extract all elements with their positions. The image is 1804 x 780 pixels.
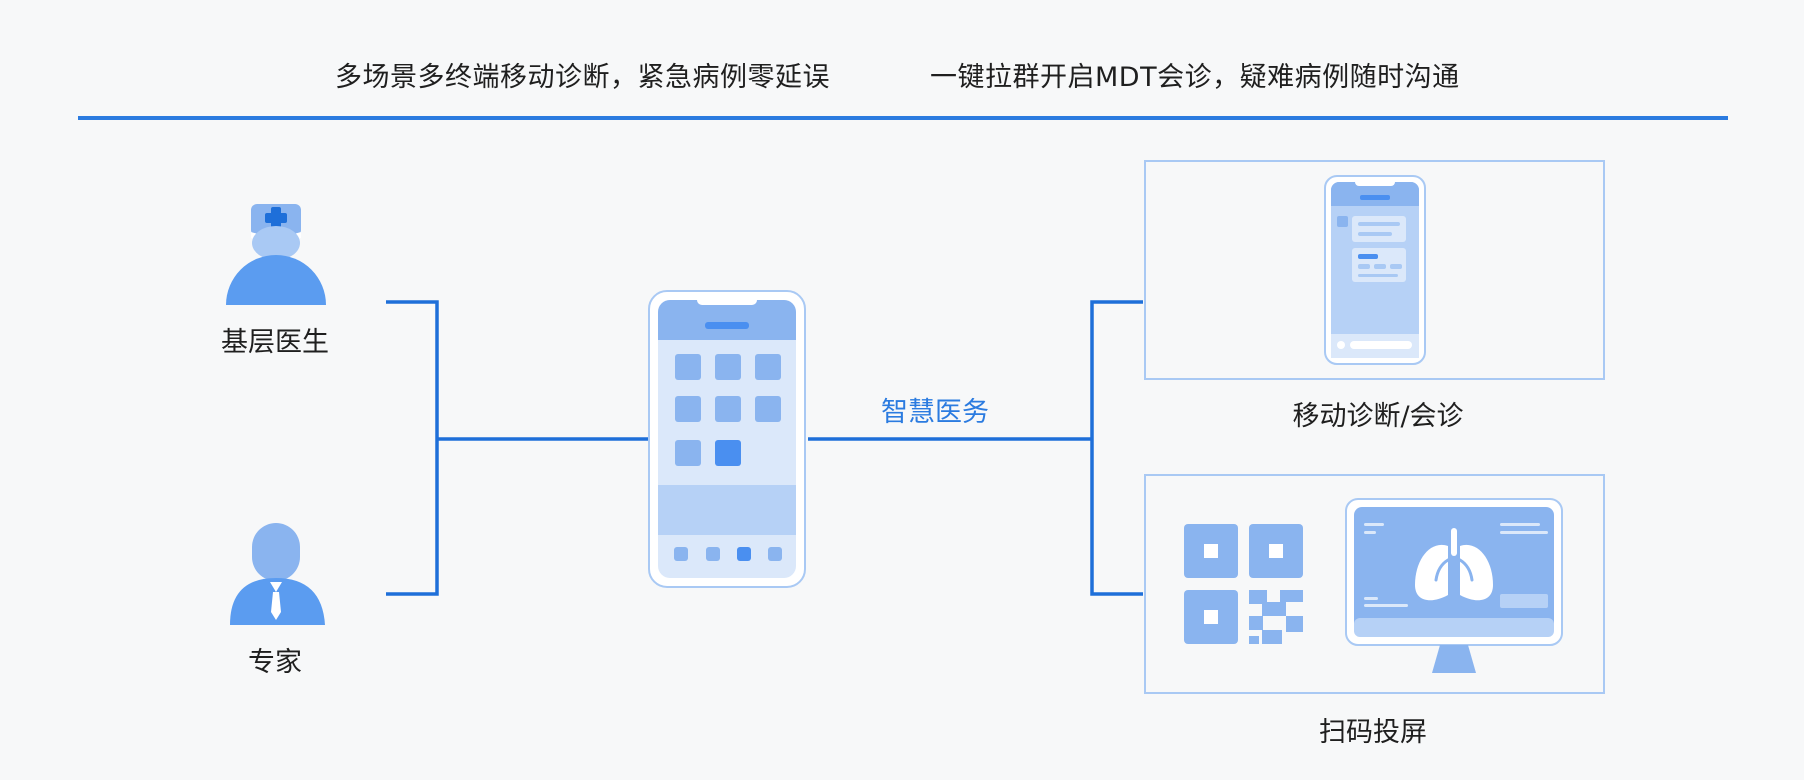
output-label-scan: 扫码投屏 <box>1319 717 1427 748</box>
smartphone-icon <box>648 290 806 588</box>
expert-avatar-icon <box>230 523 325 625</box>
qr-code-icon <box>1184 524 1303 644</box>
header-divider <box>78 116 1728 120</box>
headline-left: 多场景多终端移动诊断，紧急病例零延误 <box>335 62 830 93</box>
actor-label-expert: 专家 <box>248 647 302 678</box>
headline-right: 一键拉群开启MDT会诊，疑难病例随时沟通 <box>930 62 1460 93</box>
chat-phone-icon <box>1324 175 1426 365</box>
left-connector <box>386 300 648 596</box>
output-label-mobile: 移动诊断/会诊 <box>1292 401 1464 432</box>
doctor-avatar-icon <box>226 204 326 305</box>
monitor-lungs-icon <box>1345 498 1563 673</box>
scan-screen-panel <box>1144 474 1605 694</box>
actor-label-doctor: 基层医生 <box>221 327 329 358</box>
right-connector <box>808 300 1143 596</box>
mobile-consultation-panel <box>1144 160 1605 380</box>
center-label: 智慧医务 <box>881 397 989 428</box>
